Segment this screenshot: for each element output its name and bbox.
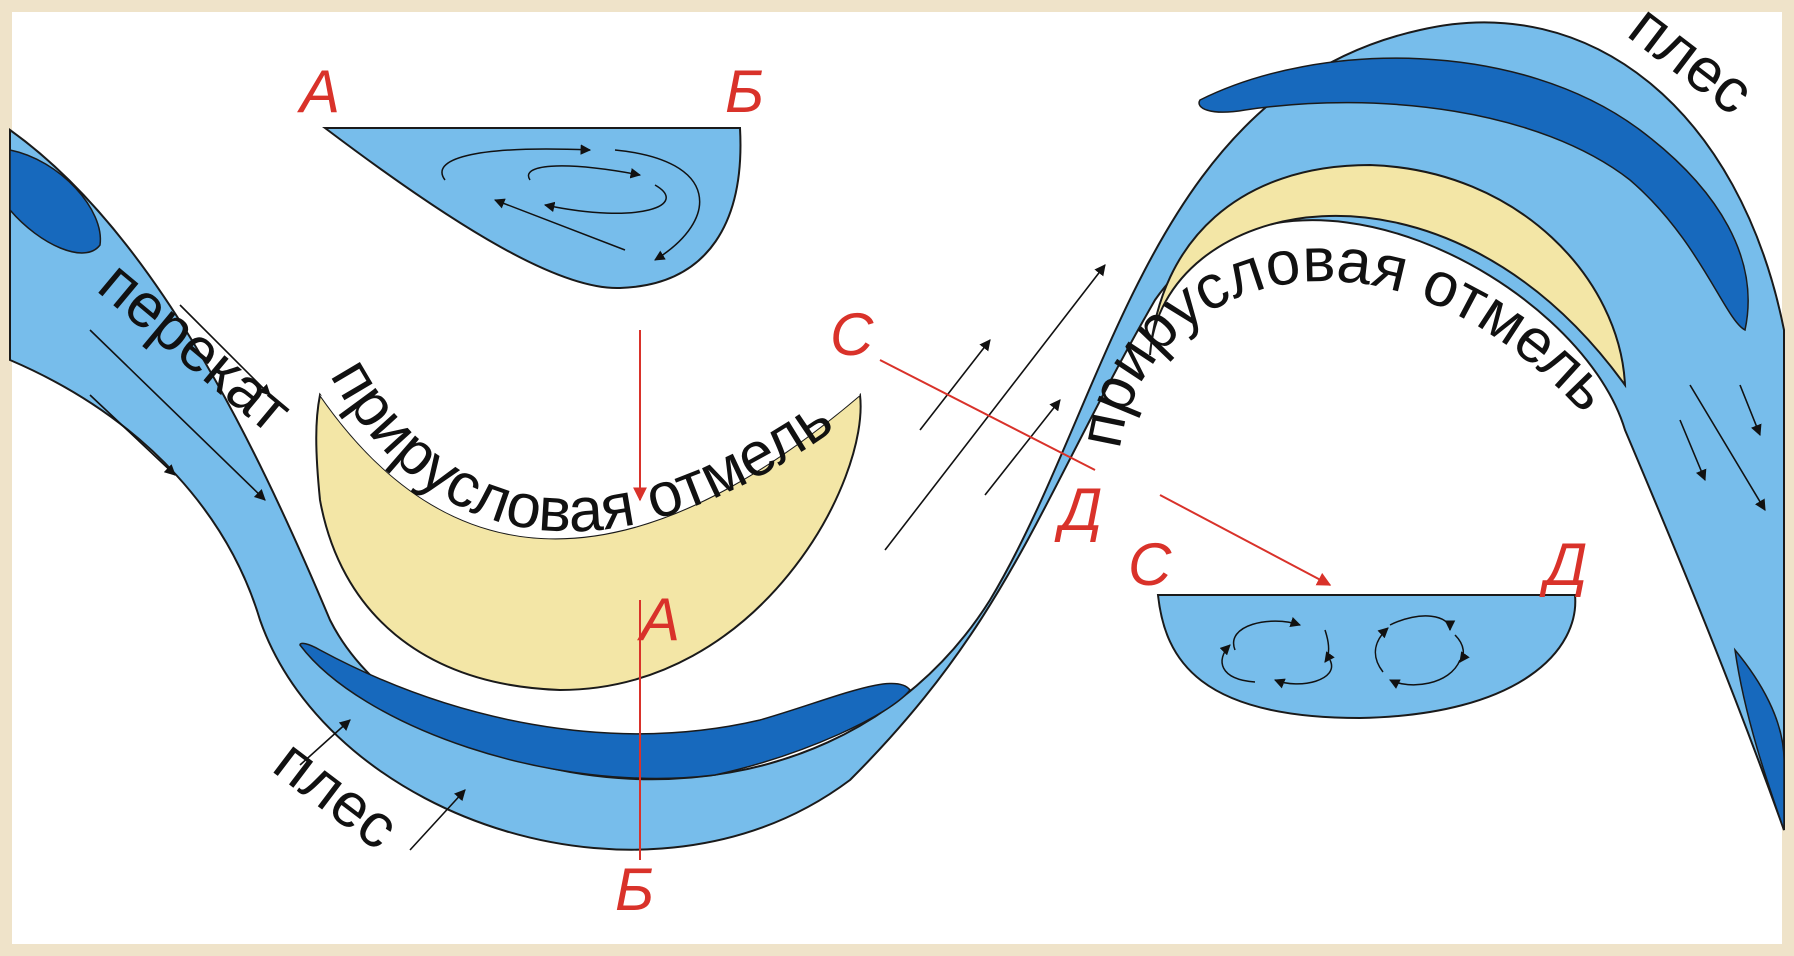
- circulation-arrow-icon: [527, 165, 642, 181]
- inset-cd-start-label: С: [1128, 531, 1172, 598]
- inset-cd-end-label: Д: [1539, 531, 1587, 598]
- circulation-arrow-icon: [1389, 615, 1456, 632]
- circulation-arrow-icon: [1274, 659, 1333, 689]
- circulation-arrow-icon: [1454, 634, 1470, 663]
- flow-arrow-icon: [409, 789, 466, 851]
- circulation-arrow-icon: [494, 198, 626, 251]
- point-bar-right: [1149, 163, 1627, 389]
- flow-arrows: [89, 264, 1766, 851]
- section-arrow-cd: [1159, 494, 1332, 586]
- cross-section-cd-shape: [1156, 594, 1577, 720]
- cross-section-ab-shape: [322, 127, 742, 290]
- flow-arrow-icon: [89, 329, 266, 501]
- flow-arrow-icon: [1689, 384, 1766, 511]
- circulation-arrow-icon: [1374, 627, 1389, 673]
- circulation-arrow-icon: [1232, 617, 1301, 651]
- flow-arrow-icon: [884, 264, 1106, 551]
- circulation-arrow-icon: [543, 184, 667, 215]
- circulation-arrow-icon: [614, 149, 701, 261]
- deep-pool-left: [9, 149, 102, 254]
- flow-arrow-icon: [1739, 384, 1762, 437]
- section-cd-start-label: С: [830, 301, 874, 368]
- section-cd-end-label: Д: [1054, 476, 1102, 543]
- deep-pool-top-right: [1198, 57, 1749, 332]
- circulation-arrow-icon: [1219, 644, 1256, 683]
- cross-section-cd: [1156, 594, 1577, 720]
- flow-arrow-icon: [919, 339, 991, 431]
- flow-arrow-icon: [984, 399, 1061, 496]
- deep-pool-bottom: [299, 642, 911, 780]
- flow-arrow-icon: [1679, 419, 1707, 482]
- inner-bank-left: [320, 330, 860, 539]
- inset-ab-end-label: Б: [725, 58, 764, 125]
- cross-section-ab: [322, 127, 742, 290]
- section-line-cd: [879, 359, 1096, 471]
- flow-arrow-icon: [179, 304, 271, 396]
- section-ab-end-label: Б: [615, 856, 654, 923]
- flow-arrow-icon: [89, 394, 176, 476]
- circulation-arrow-icon: [441, 144, 592, 181]
- flow-arrow-icon: [299, 719, 351, 766]
- circulation-arrow-icon: [1324, 629, 1335, 663]
- inset-ab-start-label: А: [297, 58, 340, 125]
- section-ab-start-label: А: [637, 586, 680, 653]
- circulation-arrow-icon: [1389, 659, 1461, 689]
- deep-pool-right-edge: [1733, 647, 1785, 831]
- point-bar-left: [315, 392, 862, 692]
